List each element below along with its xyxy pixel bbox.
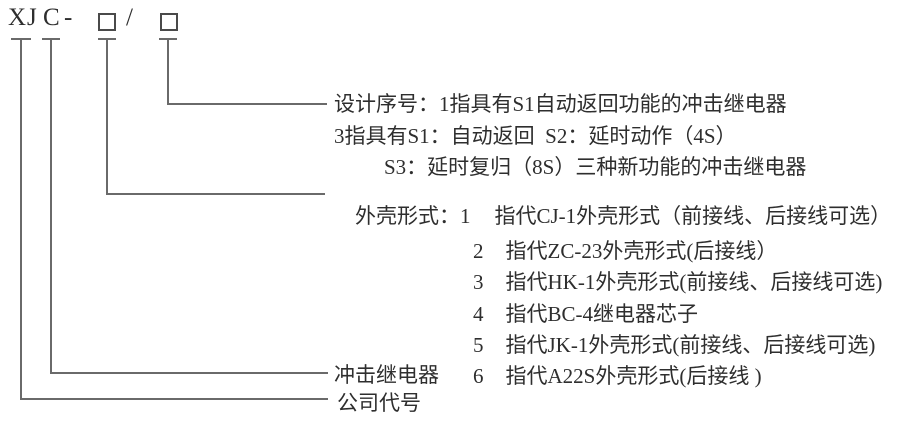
case-form-item-desc: 指代A22S外壳形式(后接线 )	[505, 364, 762, 388]
model-code-company-letters: XJ	[8, 4, 38, 31]
case-form-item-2: 2 指代ZC-23外壳形式(后接线）	[452, 218, 777, 284]
case-form-item-num: 3	[473, 270, 484, 294]
case-form-item-4: 4 指代BC-4继电器芯子	[452, 281, 698, 347]
model-code-slash: /	[126, 4, 134, 31]
case-form-item-num: 1	[460, 204, 471, 228]
case-form-item-desc: 指代HK-1外壳形式(前接线、后接线可选)	[505, 270, 883, 294]
case-form-item-desc: 指代CJ-1外壳形式（前接线、后接线可选）	[494, 204, 892, 228]
case-form-label: 外壳形式：	[355, 204, 460, 228]
case-form-item-num: 6	[473, 364, 484, 388]
design-serial-line-1: 设计序号：1指具有S1自动返回功能的冲击继电器	[334, 92, 787, 116]
placeholder-box-case-form	[98, 13, 116, 31]
model-code-dash: -	[64, 4, 74, 31]
case-form-item-desc: 指代ZC-23外壳形式(后接线）	[505, 239, 778, 263]
relay-type-label: 冲击继电器	[334, 363, 439, 387]
company-code-label: 公司代号	[337, 391, 421, 415]
case-form-item-desc: 指代JK-1外壳形式(前接线、后接线可选)	[505, 333, 876, 357]
case-form-item-num: 2	[473, 239, 484, 263]
design-serial-line-3: S3：延时复归（8S）三种新功能的冲击继电器	[384, 155, 807, 179]
connector-company-code	[20, 39, 328, 400]
model-code-type-letter: C	[43, 4, 61, 31]
connector-relay-type	[50, 39, 328, 374]
case-form-item-3: 3 指代HK-1外壳形式(前接线、后接线可选)	[452, 249, 882, 315]
case-form-item-desc: 指代BC-4继电器芯子	[505, 302, 699, 326]
case-form-item-num: 4	[473, 302, 484, 326]
case-form-item-num: 5	[473, 333, 484, 357]
placeholder-box-design-serial	[160, 13, 178, 31]
connector-design-serial	[167, 39, 327, 105]
connector-case-form	[106, 39, 325, 195]
case-form-item-6: 6 指代A22S外壳形式(后接线 )	[452, 343, 762, 409]
design-serial-line-2: 3指具有S1：自动返回 S2：延时动作（4S）	[334, 124, 737, 148]
case-form-item-5: 5 指代JK-1外壳形式(前接线、后接线可选)	[452, 312, 875, 378]
case-form-item-1: 外壳形式：1 指代CJ-1外壳形式（前接线、后接线可选）	[334, 183, 891, 249]
